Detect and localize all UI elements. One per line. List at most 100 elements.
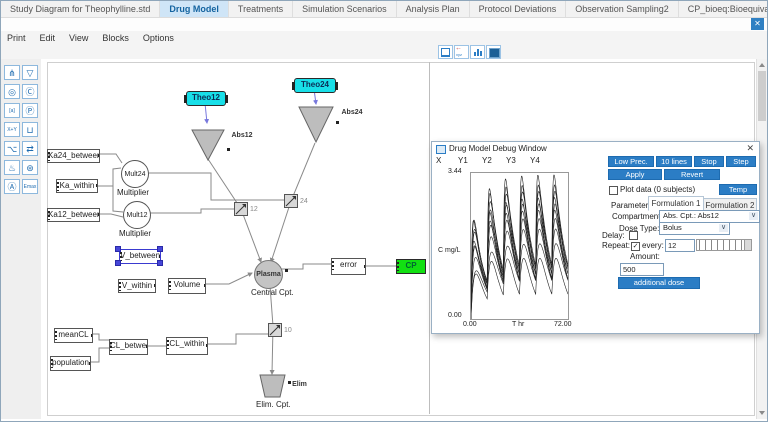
- selection-handle[interactable]: [115, 260, 121, 266]
- scrollbar-thumb[interactable]: [758, 71, 766, 121]
- selection-handle[interactable]: [157, 246, 163, 252]
- settings-icon[interactable]: ⊛: [22, 160, 38, 175]
- dose-block-theo12[interactable]: Theo12: [184, 91, 228, 106]
- formula-icon[interactable]: X+Y: [4, 122, 20, 137]
- ten-lines-button[interactable]: 10 lines: [656, 156, 692, 167]
- tab-observation-sampling2[interactable]: Observation Sampling2: [566, 1, 679, 17]
- chevron-down-icon[interactable]: ∨: [719, 224, 728, 232]
- error-block[interactable]: error: [331, 258, 366, 275]
- param-box-cl-between[interactable]: CL_between: [109, 339, 148, 355]
- param-box-volume[interactable]: Volume: [168, 278, 206, 294]
- absorption-compartment-abs24[interactable]: Abs24: [298, 106, 363, 144]
- absorption-funnel-icon[interactable]: ▽: [22, 65, 38, 80]
- compartment-icon[interactable]: Ⓒ: [22, 84, 38, 99]
- menu-blocks[interactable]: Blocks: [102, 32, 129, 43]
- panel-icon[interactable]: [438, 45, 453, 59]
- debug-menu-y4[interactable]: Y4: [530, 156, 540, 165]
- parameter-icon[interactable]: Ⓟ: [22, 103, 38, 118]
- bar-chart-icon[interactable]: [470, 45, 485, 59]
- param-box-population[interactable]: population: [50, 356, 91, 371]
- selection-handle[interactable]: [115, 246, 121, 252]
- tab-treatments[interactable]: Treatments: [229, 1, 294, 17]
- chevron-down-icon[interactable]: ∨: [749, 212, 758, 220]
- observe-icon[interactable]: ◎: [4, 84, 20, 99]
- debug-close-icon[interactable]: ✕: [746, 143, 754, 153]
- flow-split-icon[interactable]: ⋔: [4, 65, 20, 80]
- multiplier-mult24[interactable]: Mult24: [121, 160, 149, 188]
- valve-k10-label: 10: [284, 327, 292, 334]
- absorption-compartment-abs12[interactable]: Abs12: [191, 129, 253, 162]
- amount-input[interactable]: [620, 263, 664, 276]
- window-glyph-icon: [436, 145, 446, 154]
- param-box-meancl[interactable]: meanCL: [54, 328, 93, 343]
- param-box-ka24-between[interactable]: Ka24_between: [47, 149, 100, 163]
- tab-study-diagram[interactable]: Study Diagram for Theophylline.std: [1, 1, 161, 17]
- amount-label: Amount:: [630, 252, 660, 261]
- central-compartment-plasma[interactable]: Plasma: [254, 260, 283, 289]
- flow-valve-k12[interactable]: [234, 202, 248, 216]
- xyz-plot-icon[interactable]: +−xyz: [454, 45, 469, 59]
- annotation-icon[interactable]: Ⓐ: [4, 179, 20, 194]
- plot-data-label: Plot data (0 subjects): [620, 185, 696, 194]
- param-box-v-between[interactable]: V_between: [119, 249, 161, 264]
- elimination-compartment-elim[interactable]: Elim: [259, 374, 307, 399]
- injection-icon[interactable]: ⌥: [4, 141, 20, 156]
- scroll-up-icon[interactable]: [759, 63, 765, 67]
- tab-cp-bioeq-bioequivalence[interactable]: CP_bioeq:Bioequivalence: [679, 1, 767, 17]
- tab-analysis-plan[interactable]: Analysis Plan: [397, 1, 470, 17]
- mult24-sublabel: Multiplier: [117, 188, 150, 197]
- close-document-button[interactable]: ✕: [751, 18, 764, 30]
- every-slider[interactable]: [696, 239, 752, 251]
- menu-print[interactable]: Print: [7, 32, 26, 43]
- expression-icon[interactable]: [a]: [4, 103, 20, 118]
- multiplier-mult12[interactable]: Mult12: [123, 201, 151, 229]
- menu-bar: Print Edit View Blocks Options: [1, 31, 767, 44]
- menu-view[interactable]: View: [69, 32, 89, 43]
- low-prec-button[interactable]: Low Prec.: [608, 156, 654, 167]
- debug-menu-y3[interactable]: Y3: [506, 156, 516, 165]
- abs24-port-dot: [336, 121, 339, 124]
- selection-handle[interactable]: [157, 260, 163, 266]
- param-box-ka-within[interactable]: Ka_within: [56, 179, 98, 193]
- observation-block-cp[interactable]: CP: [396, 259, 426, 274]
- x-axis-min-label: 0.00: [463, 321, 477, 328]
- flow-valve-k10[interactable]: [268, 323, 282, 337]
- every-label: every:: [642, 241, 664, 250]
- param-box-v-within[interactable]: V_within: [118, 279, 156, 293]
- page-boundary: [429, 62, 430, 414]
- menu-edit[interactable]: Edit: [39, 32, 56, 43]
- tab-simulation-scenarios[interactable]: Simulation Scenarios: [293, 1, 397, 17]
- delay-checkbox[interactable]: [629, 231, 638, 240]
- plot-data-checkbox[interactable]: [609, 186, 618, 195]
- debug-window-titlebar[interactable]: Drug Model Debug Window ✕: [432, 142, 759, 156]
- param-box-ka12-between[interactable]: Ka12_between: [47, 208, 100, 222]
- stop-button[interactable]: Stop: [694, 156, 724, 167]
- temp-load-button[interactable]: Temp Load: [719, 184, 757, 204]
- tab-bar: Study Diagram for Theophylline.std Drug …: [1, 1, 767, 18]
- tab-formulation-1[interactable]: Formulation 1: [648, 196, 704, 211]
- scroll-down-icon[interactable]: [759, 411, 765, 415]
- debug-menu-y2[interactable]: Y2: [482, 156, 492, 165]
- param-box-cl-within[interactable]: CL_within: [166, 337, 208, 355]
- every-input[interactable]: [665, 239, 695, 252]
- window-icon[interactable]: [486, 45, 501, 59]
- thermometer-icon[interactable]: ♨: [4, 160, 20, 175]
- block-palette: ⋔ ▽ ◎ Ⓒ [a] Ⓟ X+Y ⊔ ⌥ ⇄ ♨ ⊛ Ⓐ Emax: [1, 59, 42, 419]
- beaker-icon[interactable]: ⊔: [22, 122, 38, 137]
- tab-protocol-deviations[interactable]: Protocol Deviations: [470, 1, 567, 17]
- transfer-icon[interactable]: ⇄: [22, 141, 38, 156]
- additional-dose-button[interactable]: additional dose: [618, 277, 700, 289]
- tab-drug-model[interactable]: Drug Model: [160, 1, 229, 17]
- dose-block-theo24[interactable]: Theo24: [292, 78, 338, 93]
- emax-icon[interactable]: Emax: [22, 179, 38, 194]
- revert-button[interactable]: Revert: [664, 169, 720, 180]
- step-button[interactable]: Step: [726, 156, 756, 167]
- apply-button[interactable]: Apply: [608, 169, 662, 180]
- flow-valve-k24[interactable]: [284, 194, 298, 208]
- debug-menu-y1[interactable]: Y1: [458, 156, 468, 165]
- plasma-port-dot: [285, 269, 288, 272]
- repeat-checkbox[interactable]: ✓: [631, 242, 640, 251]
- dose-type-select[interactable]: Bolus ∨: [659, 222, 730, 235]
- menu-options[interactable]: Options: [142, 32, 174, 43]
- debug-menu-x[interactable]: X: [436, 156, 442, 165]
